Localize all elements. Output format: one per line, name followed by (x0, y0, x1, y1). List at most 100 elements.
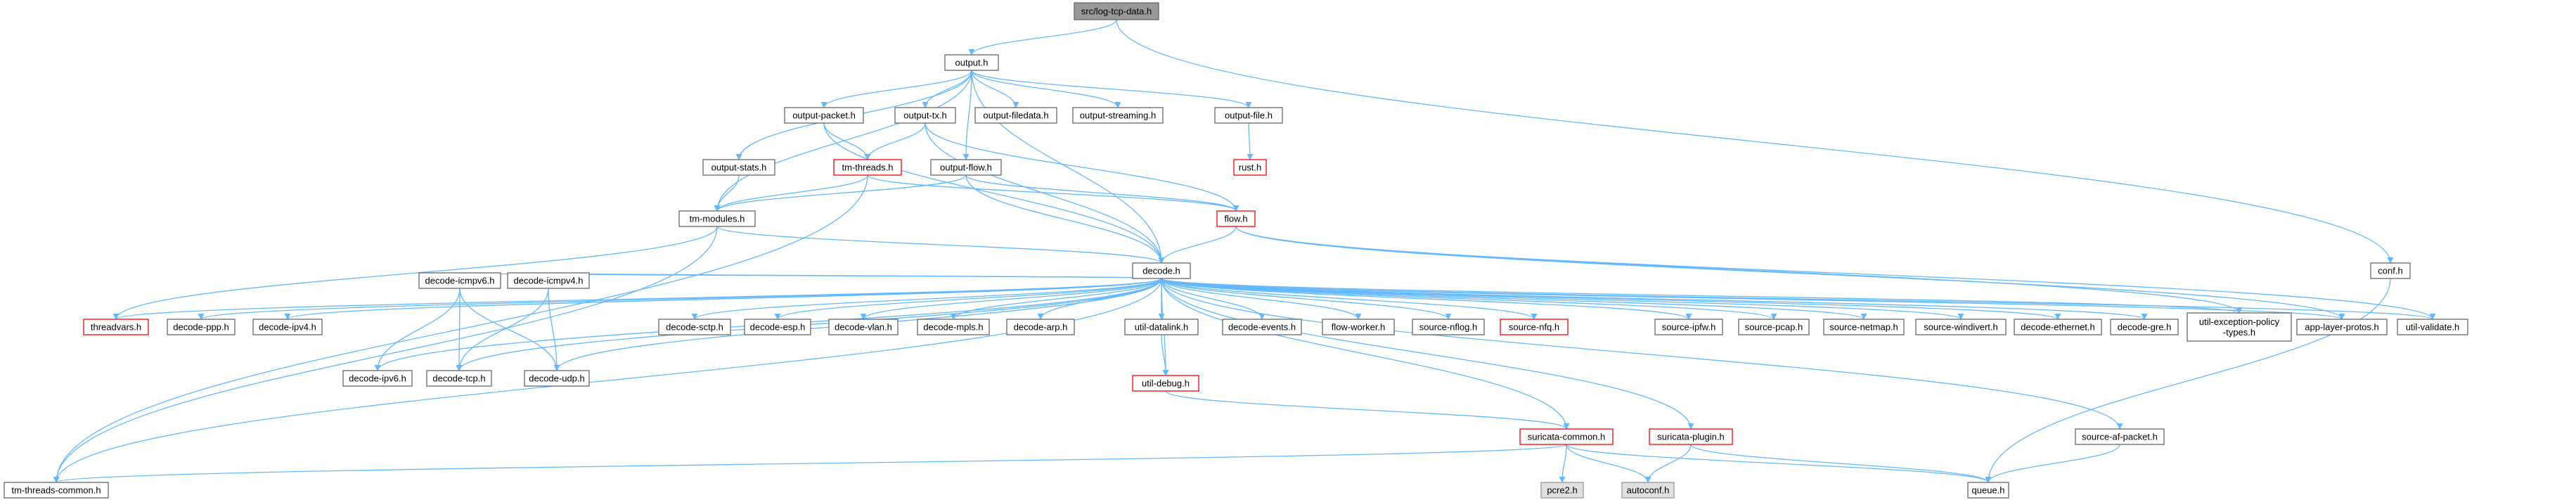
node-source-windivert[interactable]: source-windivert.h (1915, 319, 2007, 335)
node-output-filedata[interactable]: output-filedata.h (974, 107, 1057, 124)
node-source-af-packet[interactable]: source-af-packet.h (2075, 428, 2165, 445)
node-box-threadvars (83, 319, 149, 335)
node-flow-worker[interactable]: flow-worker.h (1322, 319, 1395, 335)
node-box-decode-arp (1006, 319, 1075, 335)
node-app-layer-protos[interactable]: app-layer-protos.h (2296, 319, 2388, 335)
edge-output-flow-to-decode (965, 174, 1165, 264)
node-decode-vlan[interactable]: decode-vlan.h (828, 319, 899, 335)
node-label-tm-modules: tm-modules.h (690, 214, 745, 224)
node-box-tm-threads-common (4, 482, 109, 499)
edge-decode-to-suricata-plugin (1161, 278, 1694, 430)
node-decode-sctp[interactable]: decode-sctp.h (658, 319, 731, 335)
node-decode-ipv4[interactable]: decode-ipv4.h (252, 319, 323, 335)
node-flow[interactable]: flow.h (1216, 210, 1256, 227)
node-source-nflog[interactable]: source-nflog.h (1412, 319, 1485, 335)
node-box-output-tx (894, 107, 956, 124)
node-tm-threads[interactable]: tm-threads.h (833, 159, 902, 176)
node-threadvars[interactable]: threadvars.h (83, 319, 149, 335)
node-output-file[interactable]: output-file.h (1214, 107, 1283, 124)
edge-output-flow-to-flow (965, 174, 1239, 212)
node-label-queue: queue.h (1972, 485, 2005, 496)
node-label-tm-threads: tm-threads.h (842, 162, 894, 173)
node-tm-threads-common[interactable]: tm-threads-common.h (4, 482, 109, 499)
node-label-decode-icmpv6: decode-icmpv6.h (425, 276, 495, 286)
edge-log-tcp-data-to-output (968, 19, 1117, 56)
node-output-stats[interactable]: output-stats.h (702, 159, 775, 176)
nodes-layer: src/log-tcp-data.houtput.hconf.hqueue.ht… (4, 2, 2468, 499)
edge-decode-to-source-pcap (1161, 278, 1777, 320)
edge-conf-to-queue (1985, 278, 2391, 483)
node-source-nfq[interactable]: source-nfq.h (1500, 319, 1569, 335)
node-source-ipfw[interactable]: source-ipfw.h (1654, 319, 1723, 335)
node-label-autoconf: autoconf.h (1627, 485, 1670, 496)
node-queue[interactable]: queue.h (1967, 482, 2009, 499)
node-box-decode-sctp (658, 319, 731, 335)
node-util-validate[interactable]: util-validate.h (2397, 319, 2468, 335)
node-label-decode-ethernet: decode-ethernet.h (2021, 322, 2095, 333)
edge-decode-to-util-validate (1161, 278, 2435, 320)
node-decode-tcp[interactable]: decode-tcp.h (426, 370, 492, 387)
node-decode-events[interactable]: decode-events.h (1222, 319, 1302, 335)
node-label-decode-ppp: decode-ppp.h (173, 322, 229, 333)
node-box-util-exception-policy-types (2187, 312, 2292, 342)
node-label-decode-arp: decode-arp.h (1014, 322, 1068, 333)
edge-output-tx-to-flow (925, 122, 1239, 212)
node-conf[interactable]: conf.h (2370, 262, 2411, 279)
edges-layer (53, 19, 2436, 483)
node-decode-icmpv6[interactable]: decode-icmpv6.h (418, 272, 501, 289)
node-suricata-plugin[interactable]: suricata-plugin.h (1649, 428, 1733, 445)
edge-decode-to-util-exception-policy-types (1161, 278, 2242, 314)
node-decode-gre[interactable]: decode-gre.h (2110, 319, 2179, 335)
node-output-tx[interactable]: output-tx.h (894, 107, 956, 124)
node-util-debug[interactable]: util-debug.h (1132, 375, 1199, 392)
edge-decode-to-decode-icmpv4 (546, 272, 1162, 280)
node-decode-ppp[interactable]: decode-ppp.h (167, 319, 236, 335)
edge-decode-to-decode-ipv4 (284, 278, 1162, 320)
edge-source-af-packet-to-queue (1985, 444, 2120, 483)
node-box-autoconf (1621, 482, 1675, 499)
node-box-output-stats (702, 159, 775, 176)
node-label-output-packet: output-packet.h (792, 110, 856, 121)
node-suricata-common[interactable]: suricata-common.h (1519, 428, 1614, 445)
edge-decode-to-decode-gre (1161, 278, 2148, 320)
node-box-util-validate (2397, 319, 2468, 335)
node-output-packet[interactable]: output-packet.h (784, 107, 864, 124)
node-output-streaming[interactable]: output-streaming.h (1072, 107, 1164, 124)
node-autoconf: autoconf.h (1621, 482, 1675, 499)
node-box-flow-worker (1322, 319, 1395, 335)
edge-flow-to-util-validate (1235, 226, 2436, 320)
node-source-pcap[interactable]: source-pcap.h (1738, 319, 1810, 335)
edge-output-to-output-streaming (971, 70, 1121, 108)
edge-output-to-output-filedata (971, 70, 1019, 108)
edge-output-packet-to-decode (823, 122, 1165, 264)
node-label-util-debug: util-debug.h (1142, 378, 1190, 389)
node-output[interactable]: output.h (944, 54, 999, 71)
node-decode-ethernet[interactable]: decode-ethernet.h (2014, 319, 2102, 335)
node-source-netmap[interactable]: source-netmap.h (1823, 319, 1905, 335)
edge-decode-to-source-ipfw (1161, 278, 1692, 320)
node-decode-esp[interactable]: decode-esp.h (744, 319, 811, 335)
node-label-decode-tcp: decode-tcp.h (432, 373, 485, 384)
node-decode[interactable]: decode.h (1132, 262, 1191, 279)
node-tm-modules[interactable]: tm-modules.h (678, 210, 756, 227)
edge-decode-to-app-layer-protos (1161, 278, 2345, 320)
node-decode-icmpv4[interactable]: decode-icmpv4.h (507, 272, 590, 289)
node-box-decode-events (1222, 319, 1302, 335)
node-decode-mpls[interactable]: decode-mpls.h (917, 319, 990, 335)
node-label-source-af-packet: source-af-packet.h (2082, 432, 2158, 442)
node-util-exception-policy-types[interactable]: util-exception-policy-types.h (2187, 312, 2292, 342)
node-decode-udp[interactable]: decode-udp.h (524, 370, 590, 387)
node-label-flow-worker: flow-worker.h (1332, 322, 1386, 333)
edge-tm-threads-to-tm-modules (714, 174, 868, 212)
node-decode-arp[interactable]: decode-arp.h (1006, 319, 1075, 335)
node-label-output-file: output-file.h (1225, 110, 1273, 121)
node-output-flow[interactable]: output-flow.h (930, 159, 1002, 176)
edge-tm-modules-to-tm-threads-common (53, 226, 718, 483)
node-util-datalink[interactable]: util-datalink.h (1124, 319, 1199, 335)
node-decode-ipv6[interactable]: decode-ipv6.h (342, 370, 413, 387)
node-label-decode-events: decode-events.h (1228, 322, 1296, 333)
edge-output-to-output-flow (962, 70, 972, 160)
node-label-util-datalink: util-datalink.h (1135, 322, 1189, 333)
node-rust[interactable]: rust.h (1233, 159, 1267, 176)
